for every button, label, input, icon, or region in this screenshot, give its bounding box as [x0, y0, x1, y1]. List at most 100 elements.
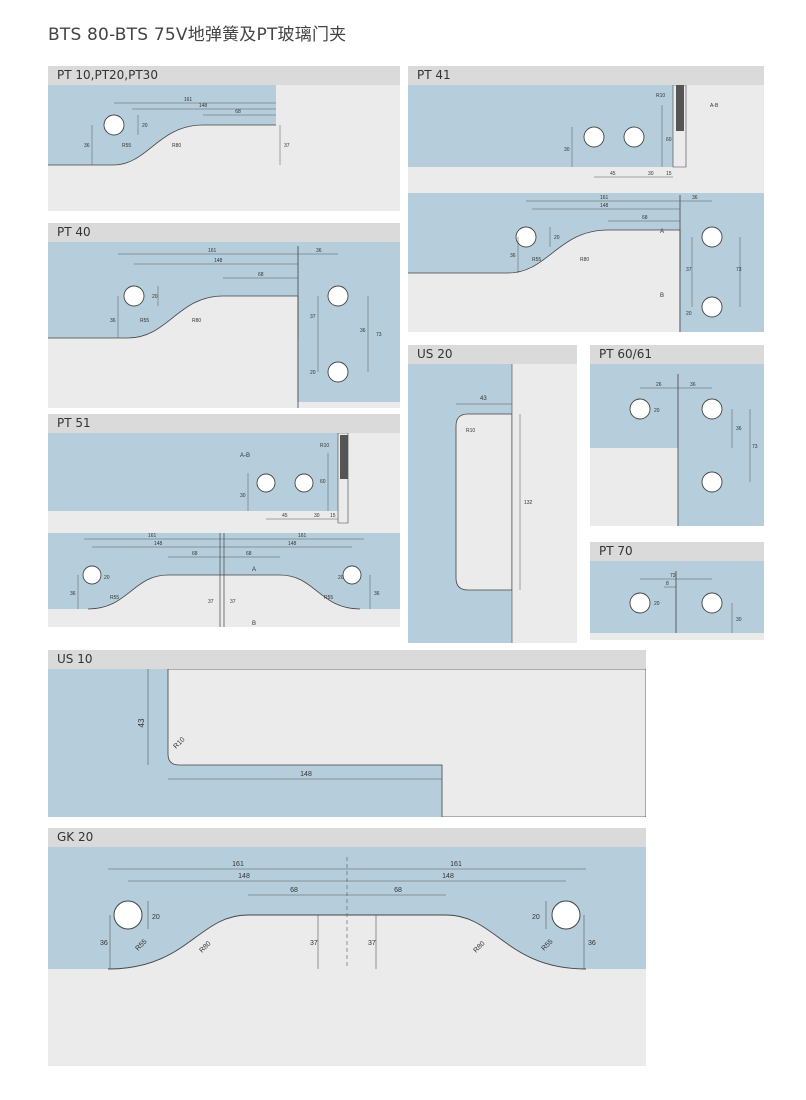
- svg-text:148: 148: [300, 771, 312, 778]
- svg-text:161: 161: [208, 248, 217, 254]
- svg-text:132: 132: [524, 500, 533, 506]
- svg-text:161: 161: [600, 195, 609, 201]
- clamp-plate: [676, 85, 684, 131]
- hole: [515, 226, 537, 248]
- svg-text:20: 20: [338, 575, 344, 581]
- hole: [327, 285, 349, 307]
- hole: [123, 285, 145, 307]
- svg-text:30: 30: [648, 171, 654, 177]
- svg-text:37: 37: [310, 940, 318, 947]
- page-title: BTS 80-BTS 75V地弹簧及PT玻璃门夹: [48, 25, 347, 45]
- svg-text:30: 30: [314, 513, 320, 519]
- svg-text:60: 60: [666, 137, 672, 143]
- svg-text:148: 148: [288, 541, 297, 547]
- svg-text:A: A: [252, 567, 256, 573]
- gk20-drawing: 161 161 148 148 68 68 20 20 36 36 R55 R5…: [48, 847, 646, 1066]
- panel-title: PT 60/61: [590, 345, 764, 364]
- svg-text:68: 68: [290, 887, 298, 894]
- glass-pane: [408, 85, 686, 167]
- svg-text:15: 15: [330, 513, 336, 519]
- panel-title: PT 70: [590, 542, 764, 561]
- svg-text:68: 68: [394, 887, 402, 894]
- hole: [701, 296, 723, 318]
- svg-text:68: 68: [246, 551, 252, 557]
- svg-text:30: 30: [240, 493, 246, 499]
- hole: [327, 361, 349, 383]
- svg-text:36: 36: [316, 248, 322, 254]
- svg-text:148: 148: [154, 541, 163, 547]
- svg-text:36: 36: [360, 328, 366, 334]
- svg-text:68: 68: [235, 109, 241, 115]
- hole: [82, 565, 102, 585]
- hole: [701, 226, 723, 248]
- svg-text:68: 68: [642, 215, 648, 221]
- hole: [623, 126, 645, 148]
- svg-text:R80: R80: [192, 318, 201, 324]
- panel-title: PT 51: [48, 414, 400, 433]
- panel-pt60: PT 60/61 26 36 20 36 73: [590, 345, 764, 526]
- svg-text:20: 20: [554, 235, 560, 241]
- hole: [342, 565, 362, 585]
- svg-text:A: A: [660, 229, 664, 235]
- svg-text:45: 45: [282, 513, 288, 519]
- svg-text:161: 161: [184, 97, 193, 103]
- hole: [583, 126, 605, 148]
- svg-text:37: 37: [368, 940, 376, 947]
- svg-text:20: 20: [654, 601, 660, 607]
- clamp-plate: [340, 435, 348, 479]
- svg-text:R80: R80: [580, 257, 589, 263]
- svg-text:68: 68: [192, 551, 198, 557]
- svg-text:73: 73: [752, 444, 758, 450]
- panel-title: US 10: [48, 650, 646, 669]
- panel-pt10: PT 10,PT20,PT30 161 148 68 20 36 R55 R80…: [48, 66, 400, 211]
- cutout: [455, 413, 513, 591]
- hole: [701, 592, 723, 614]
- svg-text:B: B: [252, 621, 256, 627]
- panel-us20: US 20 43 R10 132: [408, 345, 577, 643]
- panel-title: PT 40: [48, 223, 400, 242]
- svg-text:37: 37: [686, 267, 692, 273]
- svg-text:30: 30: [736, 617, 742, 623]
- svg-text:36: 36: [70, 591, 76, 597]
- panel-title: PT 41: [408, 66, 764, 85]
- panel-title: US 20: [408, 345, 577, 364]
- svg-text:43: 43: [480, 396, 487, 402]
- us20-drawing: 43 R10 132: [408, 364, 577, 643]
- pt60-drawing: 26 36 20 36 73: [590, 364, 764, 526]
- svg-text:36: 36: [692, 195, 698, 201]
- svg-text:43: 43: [137, 718, 146, 727]
- svg-text:A-B: A-B: [240, 453, 250, 459]
- svg-text:B: B: [660, 293, 664, 299]
- svg-text:37: 37: [310, 314, 316, 320]
- clamp-cutout: [48, 125, 276, 165]
- us10-drawing: 43 R10 148: [48, 669, 646, 817]
- svg-text:36: 36: [110, 318, 116, 324]
- svg-text:73: 73: [670, 573, 676, 579]
- glass-pane: [48, 433, 348, 511]
- svg-text:R55: R55: [324, 595, 333, 601]
- svg-text:20: 20: [310, 370, 316, 376]
- svg-text:45: 45: [610, 171, 616, 177]
- hole: [294, 473, 314, 493]
- svg-text:37: 37: [208, 599, 214, 605]
- pt10-drawing: 161 148 68 20 36 R55 R80 37: [48, 85, 290, 166]
- panel-title: PT 10,PT20,PT30: [48, 66, 400, 85]
- svg-text:20: 20: [142, 123, 148, 129]
- svg-text:36: 36: [374, 591, 380, 597]
- svg-text:73: 73: [376, 332, 382, 338]
- svg-text:36: 36: [100, 940, 108, 947]
- svg-text:148: 148: [199, 103, 208, 109]
- hole: [701, 471, 723, 493]
- svg-text:20: 20: [686, 311, 692, 317]
- svg-text:148: 148: [238, 873, 250, 880]
- svg-text:148: 148: [214, 258, 223, 264]
- svg-text:8: 8: [666, 581, 669, 587]
- svg-text:36: 36: [510, 253, 516, 259]
- glass-pane: [590, 364, 764, 448]
- pt70-drawing: 73 8 20 30: [590, 561, 764, 633]
- hole: [256, 473, 276, 493]
- pt41-drawing: R10 A-B 30 60 45 30 15 161 36 148 68 A B…: [408, 85, 764, 332]
- svg-text:161: 161: [232, 861, 244, 868]
- svg-text:36: 36: [690, 382, 696, 388]
- pt51-drawing: R10 A-B 30 60 45 30 15 161 161 148 148 6…: [48, 433, 400, 627]
